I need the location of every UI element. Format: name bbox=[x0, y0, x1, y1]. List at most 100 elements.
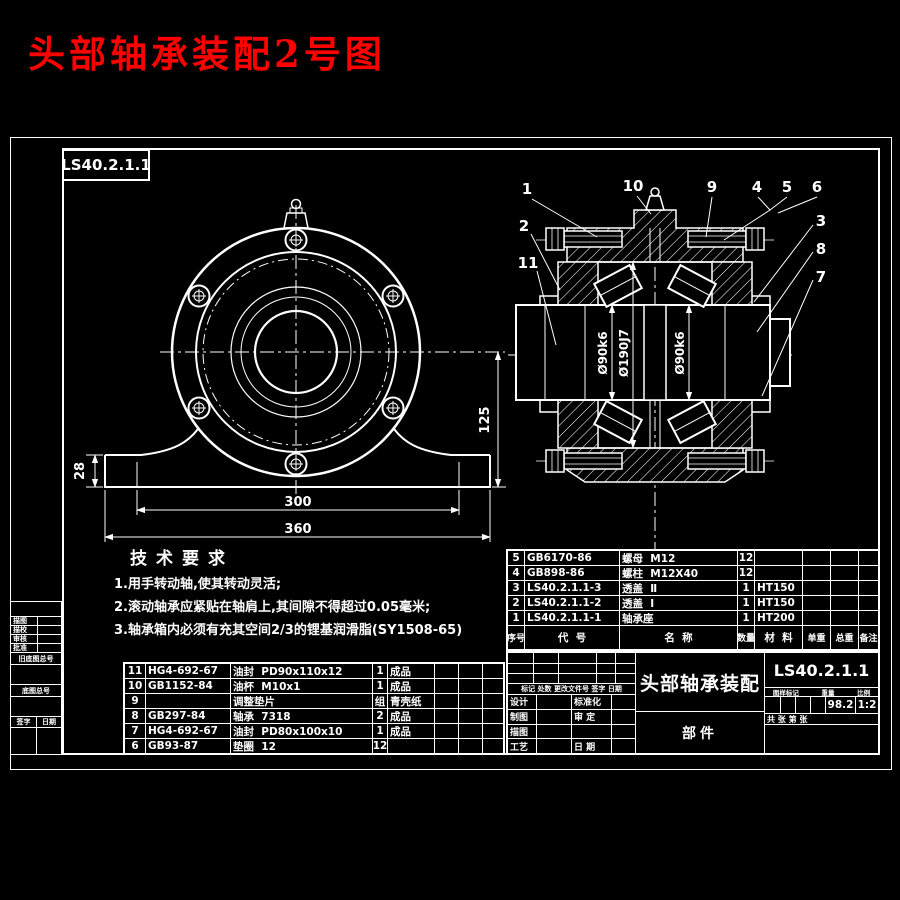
stamp-weight-scale-labels: 图样标记 重量 比例 bbox=[765, 688, 878, 696]
sig-blank bbox=[611, 739, 635, 753]
bom-qty: 1 bbox=[737, 611, 754, 625]
bom-qty: 12 bbox=[372, 739, 387, 753]
sig-blank bbox=[536, 709, 571, 724]
table-row: 10 GB1152-84 油杯 M10x1 1 成品 bbox=[125, 678, 503, 693]
bom-qty: 1 bbox=[372, 679, 387, 693]
bom-note bbox=[482, 739, 503, 753]
housing-cap bbox=[566, 209, 744, 263]
strip-blank bbox=[36, 728, 61, 754]
section-view: Ø90k6 Ø190J7 Ø90k6 1 10 9 4 5 bbox=[508, 177, 826, 552]
strip-blank bbox=[11, 697, 61, 716]
bom-qty: 12 bbox=[737, 566, 754, 580]
bom-material: 成品 bbox=[387, 664, 434, 678]
bom-note bbox=[482, 664, 503, 678]
sig-label bbox=[571, 724, 611, 739]
bom-note bbox=[482, 679, 503, 693]
bom-total-weight bbox=[458, 709, 482, 723]
sig-blank bbox=[536, 695, 571, 709]
callout-11: 11 bbox=[518, 254, 539, 272]
bom-note bbox=[858, 596, 878, 610]
bom-note bbox=[482, 694, 503, 708]
bom-unit-weight bbox=[434, 709, 458, 723]
sig-blank bbox=[611, 709, 635, 724]
dia-label-left: Ø90k6 bbox=[596, 331, 610, 374]
table-row: 5 GB6170-86 螺母 M12 12 bbox=[508, 551, 878, 565]
drawing-number: LS40.2.1.1 bbox=[773, 660, 870, 680]
bom-name: 透盖 Ⅰ bbox=[619, 596, 737, 610]
bom-table-right: 5 GB6170-86 螺母 M12 12 4 GB898-86 螺柱 M12X… bbox=[506, 549, 880, 651]
strip-label: 审核 bbox=[13, 635, 27, 643]
callout-leaders bbox=[530, 195, 818, 397]
callout-1: 1 bbox=[522, 180, 532, 198]
bom-qty: 组 bbox=[372, 694, 387, 708]
title-block-product: 头部轴承装配 部件 bbox=[635, 653, 764, 753]
table-row: 7 HG4-692-67 油封 PD80x100x10 1 成品 bbox=[125, 723, 503, 738]
bom-seq: 6 bbox=[131, 740, 139, 752]
grease-fitting-front bbox=[283, 198, 309, 229]
bom-note bbox=[858, 551, 878, 565]
bom-header-name: 名 称 bbox=[619, 626, 737, 649]
sig-label: 设计 bbox=[510, 698, 529, 709]
dim-125: 125 bbox=[478, 406, 493, 433]
bom-note bbox=[858, 566, 878, 580]
bom-material: HT200 bbox=[754, 611, 802, 625]
strip-no: 底图总号 bbox=[22, 686, 50, 695]
bom-seq: 11 bbox=[127, 665, 143, 677]
bom-unit-weight bbox=[802, 581, 830, 595]
bom-header-code: 代 号 bbox=[524, 626, 619, 649]
bom-name: 油封 PD90x110x12 bbox=[230, 664, 372, 678]
bom-code bbox=[145, 694, 230, 708]
bom-header-note: 备注 bbox=[858, 626, 878, 649]
bom-unit-weight bbox=[434, 664, 458, 678]
bom-qty: 1 bbox=[737, 596, 754, 610]
bom-name: 调整垫片 bbox=[230, 694, 372, 708]
tech-req-line-2: 2.滚动轴承应紧贴在轴肩上,其间隙不得超过0.05毫米; bbox=[114, 600, 431, 615]
sig-blank bbox=[536, 724, 571, 739]
sig-label: 日 期 bbox=[571, 739, 611, 753]
front-dimensions bbox=[86, 351, 506, 542]
bom-total-weight bbox=[458, 739, 482, 753]
sheet-outer-border bbox=[10, 137, 892, 770]
strip-old-no: 旧底图总号 bbox=[18, 654, 54, 663]
bom-unit-weight bbox=[802, 596, 830, 610]
bom-unit-weight bbox=[434, 739, 458, 753]
table-row: 1 LS40.2.1.1-1 轴承座 1 HT200 bbox=[508, 610, 878, 625]
bom-seq: 4 bbox=[512, 567, 520, 579]
bom-header-row: 序号 代 号 名 称 数量 材 料 单重 总重 备注 bbox=[508, 625, 878, 649]
dim-300: 300 bbox=[284, 495, 311, 510]
bom-header-seq: 序号 bbox=[508, 634, 524, 644]
bom-unit-weight bbox=[802, 611, 830, 625]
strip-date-label: 日期 bbox=[36, 717, 61, 727]
bom-code: LS40.2.1.1-2 bbox=[524, 596, 619, 610]
tech-req-heading: 技术要求 bbox=[130, 549, 234, 569]
table-row: 11 HG4-692-67 油封 PD90x110x12 1 成品 bbox=[125, 664, 503, 678]
dim-360: 360 bbox=[284, 522, 311, 537]
callout-9: 9 bbox=[707, 178, 717, 196]
bom-total-weight bbox=[458, 724, 482, 738]
bom-code: HG4-692-67 bbox=[145, 664, 230, 678]
bom-qty: 2 bbox=[372, 709, 387, 723]
bom-total-weight bbox=[458, 694, 482, 708]
bom-material: 成品 bbox=[387, 709, 434, 723]
shaft bbox=[515, 304, 791, 401]
bom-seq: 10 bbox=[127, 680, 143, 692]
bom-seq: 8 bbox=[131, 710, 139, 722]
bom-table-left: 11 HG4-692-67 油封 PD90x110x12 1 成品 10 GB1… bbox=[123, 662, 505, 755]
title-block-signatures: 标记 处数 更改文件号 签字 日期 设计 标准化 制图 审 定 描图 bbox=[508, 653, 635, 753]
housing-base bbox=[104, 428, 491, 488]
drawing-number-box: LS40.2.1.1 bbox=[61, 149, 151, 181]
bom-note bbox=[858, 581, 878, 595]
bom-material: 成品 bbox=[387, 724, 434, 738]
scale-label: 比例 bbox=[857, 689, 871, 696]
callout-7: 7 bbox=[816, 268, 826, 286]
section-dimensions bbox=[608, 261, 693, 449]
callout-4: 4 bbox=[752, 178, 762, 196]
strip-blank bbox=[11, 665, 61, 684]
callout-5: 5 bbox=[782, 178, 792, 196]
bom-seq: 9 bbox=[131, 695, 139, 707]
table-row: 6 GB93-87 垫圈 12 12 bbox=[125, 738, 503, 753]
product-title: 头部轴承装配 bbox=[639, 672, 760, 695]
bom-name: 螺柱 M12X40 bbox=[619, 566, 737, 580]
